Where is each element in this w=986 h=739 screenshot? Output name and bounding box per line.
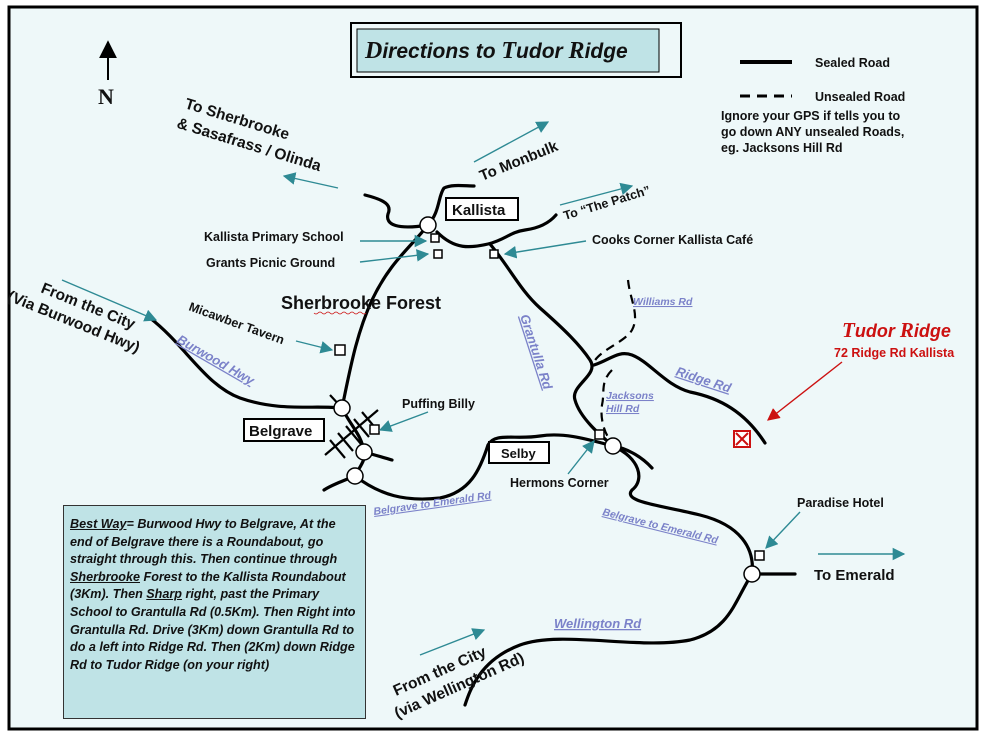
arrow-paradise-hotel-icon: [765, 511, 801, 549]
belgrave-roundabout-icon: [346, 467, 364, 485]
arrow-micawber-tavern-icon: [295, 340, 334, 354]
jacksons-hill-rd-label-line: Hill Rd: [606, 403, 640, 415]
arrow-puffing-billy-icon: [378, 411, 429, 432]
williams-rd-label: Williams Rd: [633, 296, 693, 308]
wellington-rd-label: Wellington Rd: [554, 616, 642, 631]
hermons-corner-marker-icon: [594, 429, 605, 440]
sealed-roads: [148, 183, 797, 707]
arrow-cooks-corner-icon: [503, 240, 587, 259]
belgrave-roundabout-icon: [333, 399, 351, 417]
destination-name: Tudor Ridge: [842, 318, 951, 342]
arrow-picnic-ground-icon: [359, 249, 430, 263]
road-wellington: [463, 572, 754, 707]
landmark-markers: [334, 233, 765, 561]
road-to-monbulk: [426, 183, 476, 227]
belgrave-label-box: Belgrave: [243, 418, 325, 442]
puffing-billy-label: Puffing Billy: [402, 397, 475, 411]
pointer-arrows: [61, 121, 906, 656]
roundabouts: [333, 216, 761, 583]
belgrave-label: Belgrave: [249, 423, 312, 440]
title-box: Directions to Tudor Ridge: [350, 22, 682, 78]
road-jacksons-hill-unsealed: [600, 369, 613, 441]
compass-label: N: [98, 84, 114, 109]
to-emerald-label: To Emerald: [814, 567, 895, 584]
micawber-tavern-marker-icon: [334, 344, 346, 356]
arrow-destination-icon: [767, 361, 843, 421]
kallista-label: Kallista: [452, 202, 506, 219]
road-burwood-hwy: [148, 316, 344, 410]
arrow-to-sherbrooke-icon: [282, 172, 339, 189]
kallista-primary-school-label: Kallista Primary School: [204, 230, 344, 244]
kallista-label-box: Kallista: [445, 197, 519, 221]
destination-marker-icon: [733, 430, 751, 448]
gps-note-line: Ignore your GPS if tells you to: [721, 109, 901, 123]
primary-school-marker-icon: [430, 233, 440, 243]
grants-picnic-ground-label: Grants Picnic Ground: [206, 256, 335, 270]
cooks-corner-label: Cooks Corner Kallista Café: [592, 233, 753, 247]
arrow-from-city-wellington-icon: [419, 628, 486, 656]
road-to-the-patch: [435, 213, 558, 249]
north-arrow-icon: N: [98, 40, 117, 109]
road-belgrave-emerald-2: [611, 444, 754, 576]
arrow-to-the-patch-icon: [559, 182, 634, 206]
hermons-roundabout-icon: [604, 437, 622, 455]
legend-sealed-label: Sealed Road: [815, 56, 890, 70]
spellcheck-squiggle: [313, 311, 367, 315]
selby-label: Selby: [501, 446, 536, 461]
gps-note-line: go down ANY unsealed Roads,: [721, 125, 904, 139]
jacksons-hill-rd-label-line: Jacksons: [606, 390, 654, 402]
road-to-sherbrooke: [363, 193, 430, 229]
gps-note-line: eg. Jacksons Hill Rd: [721, 141, 843, 155]
legend: Sealed Road Unsealed Road Ignore your GP…: [721, 56, 905, 155]
arrow-to-monbulk-icon: [473, 121, 550, 163]
road-williams-unsealed: [593, 279, 637, 363]
legend-unsealed-label: Unsealed Road: [815, 90, 905, 104]
unsealed-roads: [593, 279, 637, 441]
puffing-billy-marker-icon: [369, 424, 380, 435]
selby-label-box: Selby: [488, 441, 550, 464]
hermons-corner-label: Hermons Corner: [510, 476, 609, 490]
destination-address: 72 Ridge Rd Kallista: [834, 346, 955, 360]
page-title: Directions to Tudor Ridge: [364, 38, 628, 64]
paradise-hotel-label: Paradise Hotel: [797, 496, 884, 510]
best-way-label: Best Way: [70, 517, 127, 531]
road-belgrave-emerald-1: [353, 433, 615, 501]
belgrave-roundabout-icon: [355, 443, 373, 461]
kallista-roundabout-icon: [419, 216, 437, 234]
best-way-instructions: Best Way= Burwood Hwy to Belgrave, At th…: [63, 505, 366, 719]
emerald-roundabout-icon: [743, 565, 761, 583]
picnic-ground-marker-icon: [433, 249, 443, 259]
road-sherbrooke: [340, 223, 430, 410]
sherbrooke-forest-label: Sherbrooke Forest: [281, 293, 441, 313]
arrow-hermons-corner-icon: [567, 440, 595, 475]
paradise-hotel-marker-icon: [754, 550, 765, 561]
arrow-from-city-burwood-icon: [61, 279, 158, 322]
road-ridge: [592, 352, 767, 445]
cooks-corner-marker-icon: [489, 249, 499, 259]
road-grantulla: [488, 242, 615, 448]
